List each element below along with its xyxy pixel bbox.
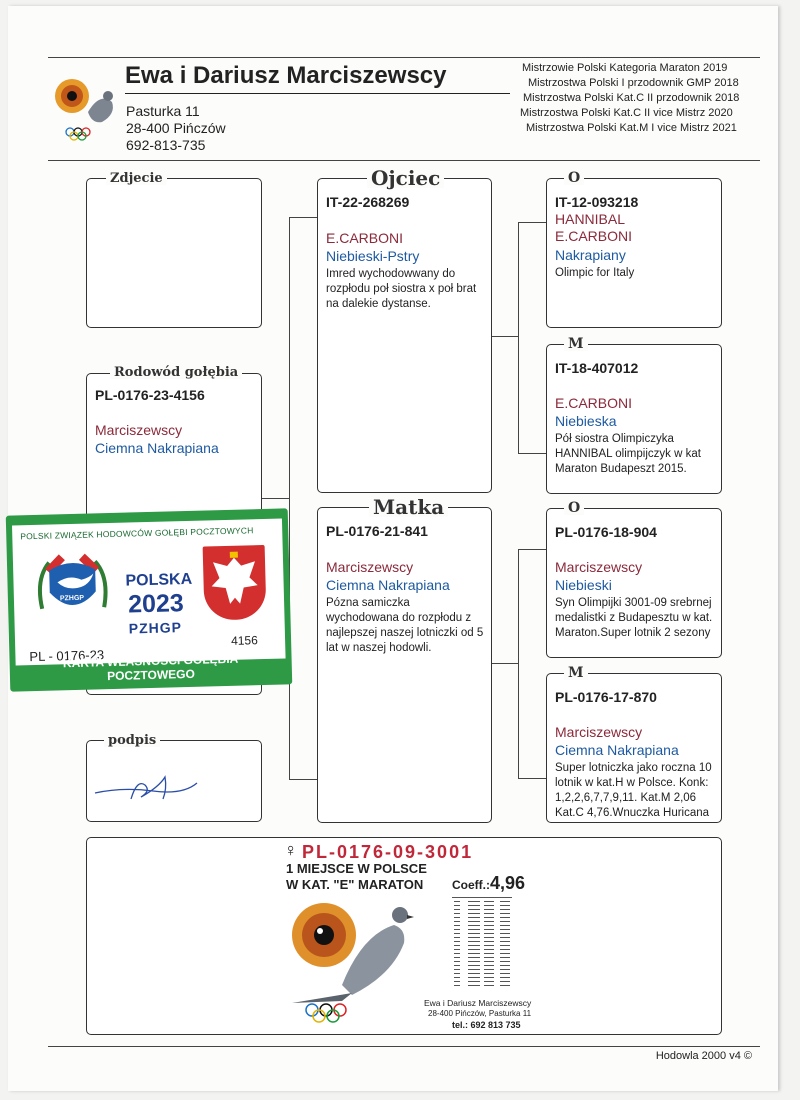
mm-color: Ciemna Nakrapiana [555,742,679,758]
title-underline [125,93,510,94]
phone-number: 692-813-735 [126,137,206,153]
card-org: POLSKI ZWIĄZEK HODOWCÓW GOŁĘBI POCZTOWYC… [20,525,254,542]
header-bottom-rule [48,160,760,161]
pedigree-legend: Rodowód gołębia [110,366,243,379]
fm-legend: M [564,337,588,351]
promo-footer-name: Ewa i Dariusz Marciszewscy [424,998,532,1008]
connector [518,222,546,223]
mother-box: PL-0176-21-841 Marciszewscy Ciemna Nakra… [317,507,492,823]
grandsire-paternal-box: IT-12-093218 HANNIBAL E.CARBONI Nakrapia… [546,178,722,328]
granddam-maternal-box: PL-0176-17-870 Marciszewscy Ciemna Nakra… [546,673,722,823]
award-2: Mistrzostwa Polski I przodownik GMP 2018 [528,77,739,89]
ff-owner: E.CARBONI [555,228,633,244]
promo-footer-address: 28-400 Pińczów, Pasturka 11 [428,1009,532,1018]
connector [518,222,519,454]
connector [289,217,317,218]
connector [518,778,546,779]
promo-sex-symbol: ♀ [284,840,298,860]
subject-owner: Marciszewscy [95,422,183,438]
ff-ring: IT-12-093218 [555,194,639,210]
mf-description: Syn Olimpijki 3001-09 srebrnej medalistk… [555,597,713,639]
connector [518,549,519,779]
mother-color: Ciemna Nakrapiana [326,577,450,593]
connector [289,779,317,780]
promo-ring: PL-0176-09-3001 [302,842,474,862]
award-1: Mistrzowie Polski Kategoria Maraton 2019 [522,62,728,74]
breeder-logo [52,72,122,142]
card-abbr: PZHGP [128,619,183,637]
card-inner: POLSKI ZWIĄZEK HODOWCÓW GOŁĘBI POCZTOWYC… [12,518,286,666]
award-4: Mistrzostwa Polski Kat.C II vice Mistrz … [520,107,733,119]
address-street: Pasturka 11 [126,103,200,119]
father-legend: Ojciec [367,168,445,188]
card-ring-number: 4156 [230,633,258,648]
mm-ring: PL-0176-17-870 [555,689,657,705]
subject-color: Ciemna Nakrapiana [95,440,219,456]
card-year: 2023 [127,589,185,619]
pzhgp-logo: PZHGP [35,547,111,627]
pzhgp-logo-text: PZHGP [59,594,85,603]
software-credit: Hodowla 2000 v4 © [655,1050,752,1062]
fm-description: Pół siostra Olimpiczyka HANNIBAL olimpij… [555,433,701,475]
subject-ring: PL-0176-23-4156 [95,387,205,403]
promo-results-table [452,895,516,995]
footer-rule [48,1046,760,1047]
photo-box [86,178,262,328]
promo-olympic-rings [304,1002,354,1031]
mm-owner: Marciszewscy [555,724,643,740]
granddam-paternal-box: IT-18-407012 E.CARBONI Niebieska Pół sio… [546,344,722,494]
grandsire-maternal-box: PL-0176-18-904 Marciszewscy Niebieski Sy… [546,508,722,658]
card-footer: KARTA WŁASNOŚCI GOŁĘBIA POCZTOWEGO [62,651,239,684]
promo-coeff-label: Coeff.: [452,878,490,892]
mf-legend: O [564,501,585,515]
connector [492,336,519,337]
signature-box [86,740,262,822]
mother-description: Pózna samiczka wychodowana do rozpłodu z… [326,597,484,654]
connector [518,453,546,454]
promo-pigeon-image [282,895,432,1020]
ff-description: Olimpic for Italy [555,267,635,279]
ff-name: HANNIBAL [555,211,626,227]
promo-coeff-value: 4,96 [490,873,526,893]
photo-legend: Zdjecie [106,172,167,185]
fm-color: Niebieska [555,413,617,429]
father-owner: E.CARBONI [326,230,404,246]
award-3: Mistrzostwa Polski Kat.C II przodownik 2… [523,92,740,104]
mf-color: Niebieski [555,577,612,593]
mm-description: Super lotniczka jako roczna 10 lotnik w … [555,762,712,819]
fm-owner: E.CARBONI [555,395,633,411]
promo-line1: 1 MIEJSCE W POLSCE [286,861,427,876]
connector [262,498,290,499]
mother-legend: Matka [369,497,449,517]
fm-ring: IT-18-407012 [555,360,639,376]
address-city: 28-400 Pińczów [126,120,226,136]
mf-ring: PL-0176-18-904 [555,524,657,540]
father-box: IT-22-268269 E.CARBONI Niebieski-Pstry I… [317,178,492,493]
father-color: Niebieski-Pstry [326,248,420,264]
mm-legend: M [564,666,588,680]
signature-legend: podpis [104,734,161,747]
polish-eagle-emblem [202,544,267,621]
father-description: Imred wychodowwany do rozpłodu poł siost… [326,268,477,310]
ownership-card: POLSKI ZWIĄZEK HODOWCÓW GOŁĘBI POCZTOWYC… [5,508,293,692]
promo-line2: W KAT. "E" MARATON [286,877,424,892]
mother-owner: Marciszewscy [326,559,414,575]
connector [289,217,290,780]
connector [492,663,519,664]
card-country: POLSKA [125,570,193,590]
mf-owner: Marciszewscy [555,559,643,575]
father-ring: IT-22-268269 [326,194,410,210]
breeder-name: Ewa i Dariusz Marciszewscy [125,62,447,89]
connector [518,549,546,550]
mother-ring: PL-0176-21-841 [326,523,428,539]
award-5: Mistrzostwa Polski Kat.M I vice Mistrz 2… [526,122,737,134]
signature-scribble [94,775,198,800]
header-top-rule [48,57,760,58]
promo-footer-phone: tel.: 692 813 735 [452,1020,521,1030]
ff-color: Nakrapiany [555,247,626,263]
ff-legend: O [564,171,585,185]
